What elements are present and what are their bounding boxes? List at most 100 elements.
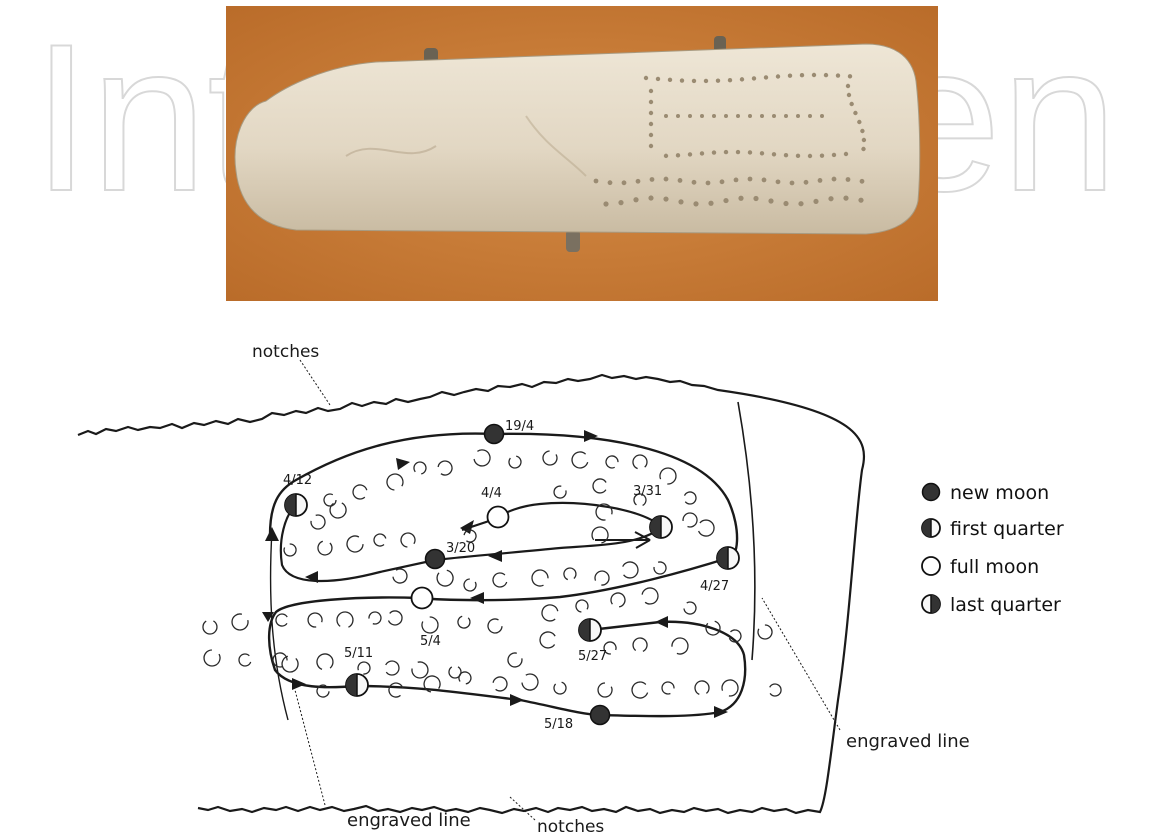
engraved-dot (824, 73, 828, 77)
engraved-dot (849, 102, 853, 106)
engraved-mark (699, 520, 714, 536)
engraved-dot (860, 179, 865, 184)
engraved-mark (543, 451, 557, 465)
engraved-mark (623, 562, 638, 578)
engraved-mark (422, 617, 438, 633)
engraved-dot (688, 114, 692, 118)
engraved-mark (685, 492, 697, 504)
engraved-mark (414, 462, 426, 474)
engraved-mark (662, 682, 674, 694)
engraved-mark (493, 677, 507, 691)
engraved-mark (389, 611, 403, 625)
engraved-dot (668, 78, 672, 82)
engraved-dot (594, 179, 599, 184)
engraved-dot (762, 178, 767, 183)
engraved-dot (708, 201, 713, 206)
engraved-dot (832, 153, 836, 157)
engraved-dot (748, 114, 752, 118)
engraved-mark (318, 541, 332, 555)
notches-label-bottom: notches (537, 817, 604, 837)
engraved-mark (632, 682, 648, 698)
engraved-dot (772, 152, 776, 156)
engraved-mark (204, 650, 220, 666)
date-label: 4/27 (700, 579, 729, 594)
legend-label: last quarter (950, 594, 1061, 616)
engraved-dot (772, 114, 776, 118)
engraved-mark (595, 571, 609, 585)
engraved-dot (860, 129, 864, 133)
engraved-dot (680, 78, 684, 82)
legend: new moon first quarter full moon last qu… (922, 482, 1064, 616)
engraved-dot (724, 150, 728, 154)
last-quarter-marker (579, 619, 601, 641)
engraved-mark (683, 513, 697, 527)
engraved-dot (676, 153, 680, 157)
date-label: 19/4 (505, 419, 534, 434)
engraved-mark (611, 593, 625, 607)
engraved-mark (572, 452, 588, 468)
engraved-line-label-bottom: engraved line (347, 810, 471, 831)
engraved-mark (576, 600, 588, 612)
engraved-dot (663, 196, 668, 201)
engraved-dot (636, 179, 641, 184)
engraved-mark (654, 562, 666, 574)
legend-item-first-quarter: first quarter (922, 518, 1064, 540)
engraved-mark (770, 684, 781, 696)
engraved-dot (783, 201, 788, 206)
engraved-mark (672, 638, 688, 654)
engraved-dot (649, 133, 653, 137)
first-quarter-marker (650, 516, 672, 538)
engraved-dot (618, 200, 623, 205)
engraved-mark (509, 456, 521, 468)
engraved-dot (649, 111, 653, 115)
engraved-dot (753, 196, 758, 201)
engraved-dot (649, 100, 653, 104)
engraved-dot (796, 154, 800, 158)
engraved-dot (693, 201, 698, 206)
engraved-dot (736, 150, 740, 154)
engraved-mark (554, 682, 566, 694)
engraved-dot (798, 201, 803, 206)
engraved-dot (720, 179, 725, 184)
last-quarter-icon (922, 595, 940, 613)
full-moon-marker (488, 507, 509, 528)
date-label: 4/12 (283, 473, 312, 488)
engraved-dot (644, 76, 648, 80)
date-label: 5/18 (544, 717, 573, 732)
engraved-mark (642, 588, 658, 604)
engraved-mark (232, 614, 248, 630)
engraved-dot (853, 111, 857, 115)
engraved-dot (700, 151, 704, 155)
engraved-mark (542, 605, 558, 621)
engraved-mark (282, 656, 298, 672)
engraved-mark (564, 568, 576, 580)
engraved-dot (776, 179, 781, 184)
engraved-mark (412, 662, 428, 678)
engraved-mark (374, 534, 386, 546)
engraved-dot (848, 74, 852, 78)
engraved-dot (734, 178, 739, 183)
engraved-mark (540, 632, 555, 648)
engraved-dot (760, 114, 764, 118)
engraved-dot (664, 114, 668, 118)
engraved-dot (692, 180, 697, 185)
engraved-dot (752, 76, 756, 80)
engraved-dot (723, 198, 728, 203)
engraved-dot (804, 180, 809, 185)
engraved-mark (633, 455, 647, 469)
engraved-mark (684, 602, 696, 614)
engraved-mark (353, 485, 367, 499)
engraved-mark (389, 683, 403, 697)
engraved-dot (656, 77, 660, 81)
engraved-dot (800, 73, 804, 77)
engraved-dot (678, 199, 683, 204)
engraved-mark (324, 494, 336, 506)
new-moon-marker (591, 706, 610, 725)
engraved-mark (203, 621, 217, 634)
engraved-dot (712, 150, 716, 154)
engraved-mark (722, 680, 738, 696)
new-moon-marker (426, 550, 445, 569)
engraved-mark (633, 638, 647, 651)
engraved-mark (493, 573, 507, 587)
engraved-dot (861, 147, 865, 151)
